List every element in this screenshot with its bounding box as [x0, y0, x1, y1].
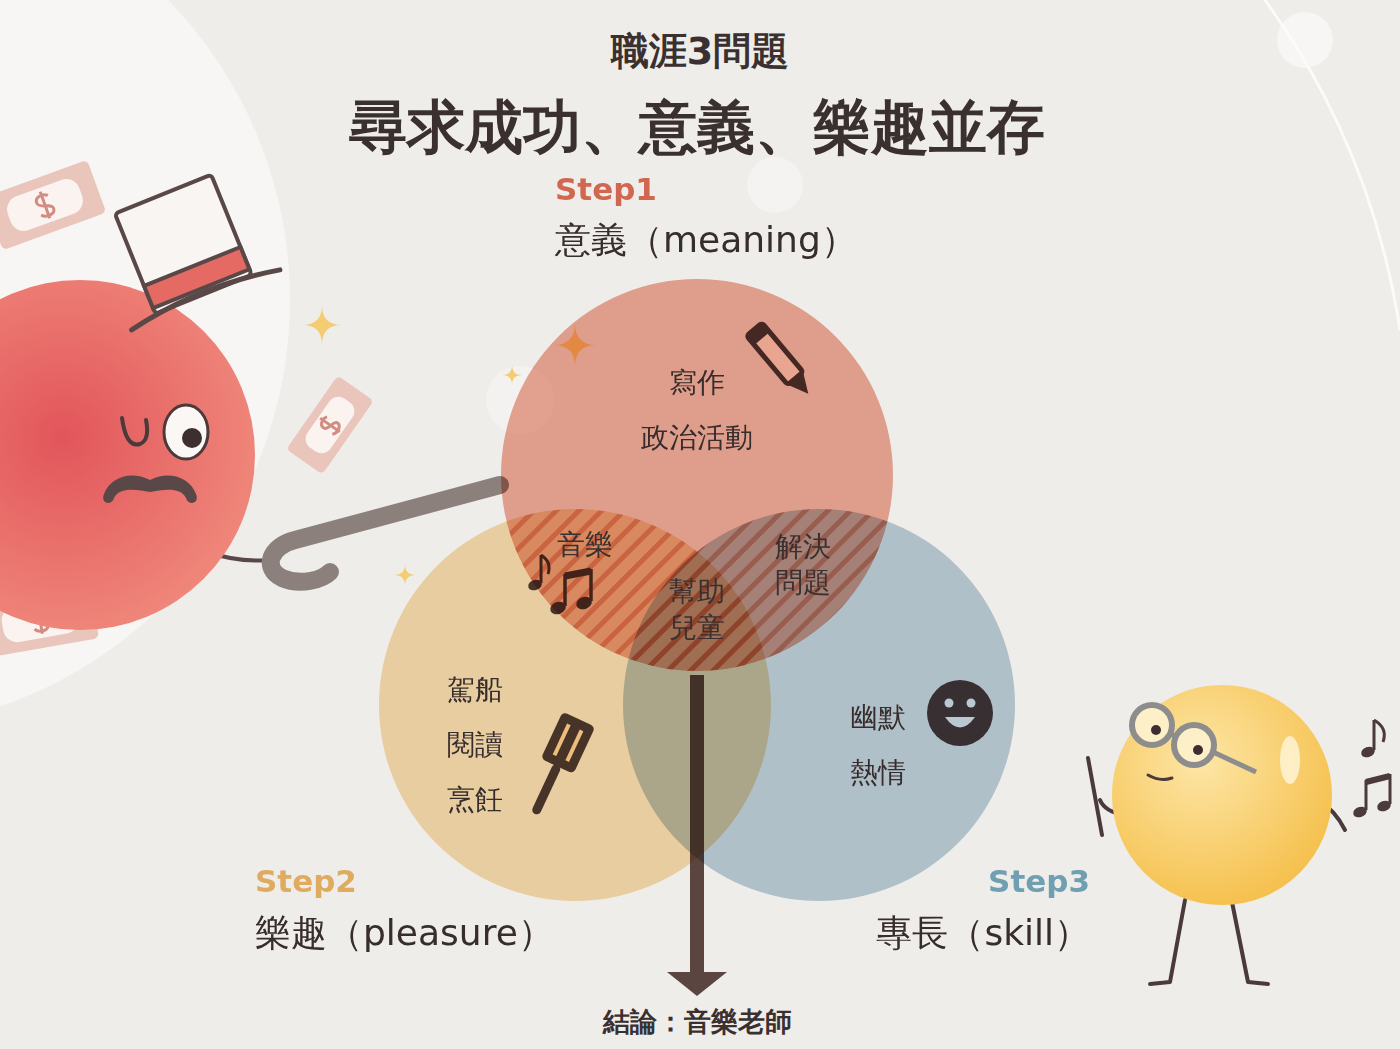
teacher-character — [1280, 736, 1300, 784]
teacher-character — [1213, 752, 1256, 772]
teacher-character — [1088, 685, 1345, 984]
banker-character — [89, 164, 280, 330]
overlap-label: 音樂 — [557, 528, 613, 562]
teacher-character — [1232, 902, 1268, 984]
money-bills — [317, 413, 344, 437]
sparkles — [394, 564, 416, 586]
banker-character — [182, 428, 202, 448]
overlap-label: 解決 問題 — [772, 529, 834, 602]
banker-character — [122, 418, 147, 444]
teacher-character — [1193, 745, 1203, 755]
teacher-character — [1132, 705, 1172, 745]
background-shapes — [747, 157, 803, 213]
conclusion-text: 結論：音樂老師 — [603, 1006, 792, 1038]
item-text: 寫作 — [669, 366, 725, 400]
item-text: 幽默 — [850, 701, 906, 735]
side-music-notes — [1373, 720, 1376, 750]
teacher-character — [1112, 685, 1332, 905]
overlap-hatching — [623, 509, 1015, 901]
banker-character — [0, 280, 255, 630]
background-shapes — [0, 0, 290, 730]
teacher-character — [1088, 758, 1102, 835]
teacher-character — [1174, 725, 1214, 765]
overlap-hatching — [379, 509, 1015, 901]
subtitle: 職涯3問題 — [611, 29, 789, 75]
money-bills — [286, 376, 374, 475]
money-bills — [0, 160, 106, 250]
main-title: 尋求成功、意義、樂趣並存 — [349, 93, 1045, 163]
step-label: Step2 — [255, 863, 357, 900]
item-text: 駕船 — [447, 673, 503, 707]
side-music-notes — [1366, 776, 1390, 782]
teacher-character — [1148, 775, 1172, 779]
teacher-character — [1150, 900, 1185, 984]
item-text: 烹飪 — [447, 783, 503, 817]
teacher-character — [1170, 733, 1176, 737]
side-music-notes — [1374, 720, 1384, 742]
money-bills — [0, 160, 106, 250]
money-bills — [301, 392, 358, 457]
circle-heading: 樂趣（pleasure） — [255, 911, 554, 954]
banker-character — [144, 247, 249, 308]
item-text: 熱情 — [850, 756, 906, 790]
money-bills — [34, 189, 57, 220]
item-text: 政治活動 — [641, 421, 753, 455]
overlap-label: 幫助 兒童 — [666, 574, 728, 647]
banker-character — [0, 164, 500, 630]
banker-character — [129, 262, 280, 329]
circle-heading: 意義（meaning） — [555, 218, 857, 261]
arrow-to-conclusion — [667, 972, 727, 996]
money-bills — [286, 376, 374, 475]
circle-fill — [623, 509, 1015, 901]
background-shapes — [1265, 0, 1400, 330]
background-shapes — [0, 0, 1400, 730]
sparkles — [502, 365, 522, 385]
teacher-character — [1151, 725, 1161, 735]
banker-character — [115, 175, 252, 314]
side-music-notes — [1352, 720, 1393, 819]
banker-character — [164, 405, 208, 459]
step-label: Step3 — [988, 863, 1090, 900]
circle-heading: 專長（skill） — [876, 911, 1090, 954]
banker-character — [103, 476, 197, 503]
money-bills — [3, 175, 87, 235]
step-label: Step1 — [555, 171, 657, 208]
sparkles — [302, 305, 342, 345]
item-text: 閱讀 — [447, 728, 503, 762]
